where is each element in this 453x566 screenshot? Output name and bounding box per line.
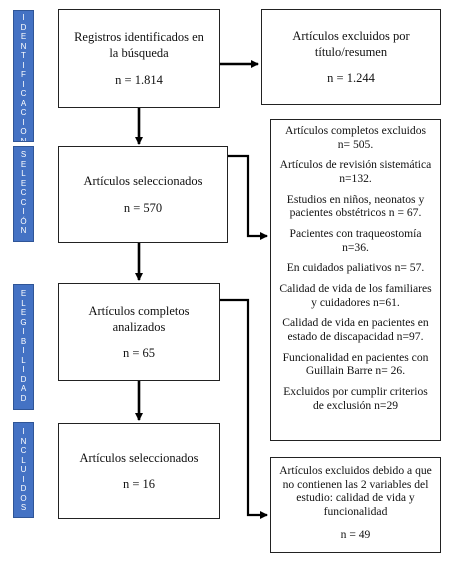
excluded-reason-item: Excluidos por cumplir criterios de exclu… <box>283 385 428 412</box>
phase-letter: I <box>22 346 25 355</box>
arrow-analyzed-to-final-excluded <box>220 298 268 519</box>
phase-letter: U <box>20 465 27 474</box>
excluded-reason-item: Artículos completos excluidos n= 505. <box>284 124 427 151</box>
records-identified-label: Registros identificados en la búsqueda <box>74 30 204 61</box>
excluded-reason-item: En cuidados paliativos n= 57. <box>286 261 425 275</box>
full-articles-analyzed-label: Artículos completos analizados <box>88 303 190 334</box>
phase-letter: F <box>21 70 26 79</box>
phase-letter: D <box>20 374 27 384</box>
phase-letter: I <box>22 60 25 70</box>
phase-letter: E <box>20 308 27 317</box>
excluded-reason-item: Calidad de vida de los familiares y cuid… <box>279 282 432 309</box>
phase-letter: C <box>20 89 27 98</box>
phase-letter: D <box>20 484 27 493</box>
fulltext-excluded-list: Artículos completos excluidos n= 505. Ar… <box>279 124 432 412</box>
excluded-reason-item: Estudios en niños, neonatos y pacientes … <box>286 192 425 220</box>
phase-letter: A <box>20 384 27 393</box>
phase-letter: E <box>20 289 27 298</box>
excluded-reason-item: Calidad de vida en pacientes en estado d… <box>282 316 429 344</box>
phase-letter: G <box>20 317 27 327</box>
records-identified-count: n = 1.814 <box>115 72 163 87</box>
phase-letter: Ó <box>20 216 27 226</box>
box-full-articles-analyzed: Artículos completos analizados n = 65 <box>58 283 220 381</box>
phase-letter: S <box>20 150 27 159</box>
phase-letter: C <box>20 446 27 455</box>
articles-included-label: Artículos seleccionados <box>79 450 199 465</box>
box-records-identified: Registros identificados en la búsqueda n… <box>58 9 220 108</box>
phase-letter: I <box>22 427 25 436</box>
excluded-reason-item: Artículos de revisión sistemática n=132. <box>279 158 432 186</box>
box-fulltext-excluded: Artículos completos excluidos n= 505. Ar… <box>270 119 441 441</box>
articles-selected-count: n = 570 <box>123 200 163 215</box>
box-articles-selected: Artículos seleccionados n = 570 <box>58 146 228 243</box>
phase-letter: I <box>22 327 25 336</box>
phase-letter: E <box>20 159 27 169</box>
articles-included-count: n = 16 <box>122 477 156 491</box>
articles-selected-label: Artículos seleccionados <box>83 174 203 189</box>
final-excluded-label: Artículos excluidos debido a que no cont… <box>279 464 432 519</box>
phase-letter: I <box>22 207 25 216</box>
phase-letter: N <box>20 226 27 235</box>
phase-letter: B <box>20 336 27 346</box>
phase-letter: I <box>22 117 25 127</box>
box-final-excluded: Artículos excluidos debido a que no cont… <box>270 457 441 553</box>
phase-letter: N <box>20 136 27 142</box>
phase-letter: L <box>21 355 26 365</box>
phase-letter: C <box>20 197 27 207</box>
phase-letter: S <box>20 503 27 512</box>
full-articles-analyzed-count: n = 65 <box>122 346 156 361</box>
excluded-title-abstract-count: n = 1.244 <box>327 71 375 86</box>
phase-letter: L <box>21 298 26 308</box>
phase-letter: O <box>20 127 27 136</box>
phase-letter: D <box>20 393 27 403</box>
excluded-reason-item: Funcionalidad en pacientes con Guillain … <box>282 350 429 378</box>
box-excluded-title-abstract: Artículos excluidos por título/resumen n… <box>261 9 441 105</box>
box-articles-included: Artículos seleccionados n = 16 <box>58 423 220 519</box>
phase-letter: T <box>21 51 26 60</box>
excluded-title-abstract-label: Artículos excluidos por título/resumen <box>292 28 410 59</box>
phase-letter: C <box>20 188 27 197</box>
phase-letter: I <box>22 365 25 374</box>
phase-letter: D <box>20 22 27 32</box>
phase-letter: I <box>22 79 25 89</box>
phase-letter: I <box>22 13 25 22</box>
phase-letter: E <box>20 32 27 41</box>
phase-letter: N <box>20 41 27 51</box>
phase-letter: N <box>20 436 27 446</box>
phase-letter: E <box>20 178 27 188</box>
arrow-selected-to-fulltext-excluded <box>228 154 268 240</box>
phase-letter: O <box>20 493 27 503</box>
phase-letter: L <box>21 169 26 178</box>
excluded-reason-item: Pacientes con traqueostomía n=36. <box>289 227 422 254</box>
phase-letter: A <box>20 98 27 108</box>
phase-letter: C <box>20 108 27 117</box>
phase-letter: I <box>22 474 25 484</box>
phase-letter: L <box>21 455 26 465</box>
final-excluded-count: n = 49 <box>340 527 371 541</box>
